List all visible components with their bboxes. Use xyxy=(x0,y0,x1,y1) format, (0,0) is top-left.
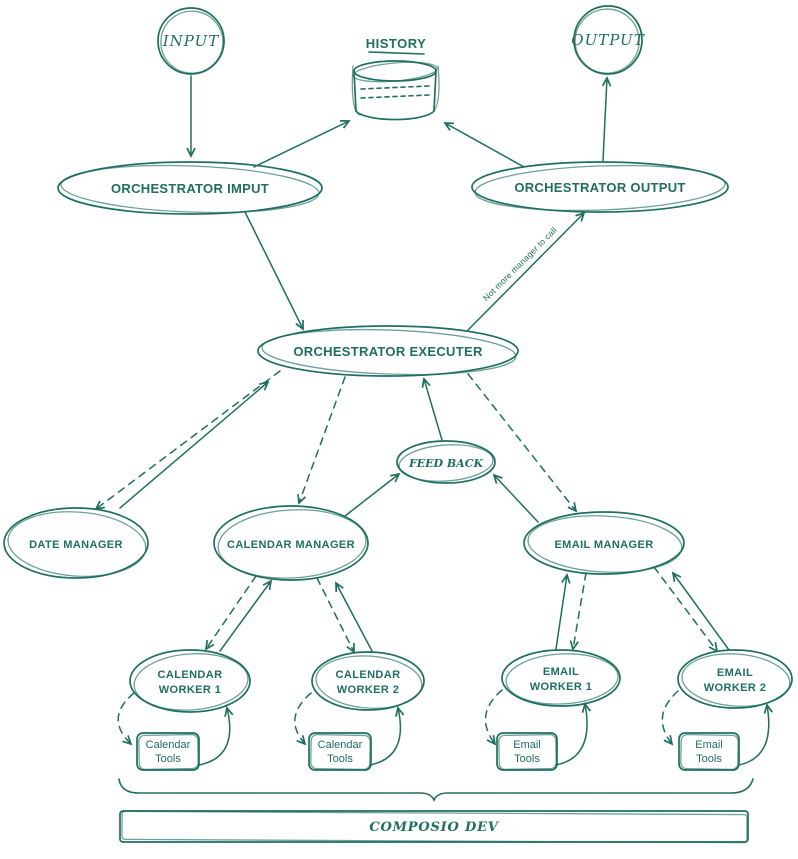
edge-calendar-tools1-to-worker xyxy=(198,706,234,766)
edge-calendar-manager-to-worker2 xyxy=(316,577,355,654)
composio-dev-label: COMPOSIO DEV xyxy=(369,820,499,835)
orchestrator-input-label: ORCHESTRATOR IMPUT xyxy=(111,181,269,196)
node-email-worker-1: EMAIL WORKER 1 xyxy=(501,649,621,707)
edge-orchestrator-output-to-output xyxy=(601,76,612,162)
feedback-label: FEED BACK xyxy=(408,457,484,470)
edge-worker2-to-email-manager xyxy=(671,571,730,651)
node-calendar-worker-1: CALENDAR WORKER 1 xyxy=(129,649,251,713)
edge-email-worker1-to-tools xyxy=(484,689,503,746)
node-calendar-tools-2: Calendar Tools xyxy=(308,732,372,771)
edge-calendar-manager-to-worker1 xyxy=(204,575,257,651)
orchestrator-output-label: ORCHESTRATOR OUTPUT xyxy=(514,180,685,195)
email-tools-1-label-line1: Email xyxy=(513,739,541,751)
edge-email-manager-to-worker2 xyxy=(653,566,719,653)
email-worker-1-label-line1: EMAIL xyxy=(543,666,579,678)
edge-email-manager-to-worker1 xyxy=(569,572,587,651)
calendar-worker-1-label-line2: WORKER 1 xyxy=(159,684,221,696)
email-tools-2-label-line2: Tools xyxy=(696,753,722,765)
edge-orchestrator-input-to-history xyxy=(253,120,351,168)
edge-executer-to-email-manager xyxy=(467,373,578,513)
input-label: INPUT xyxy=(162,32,220,50)
edge-feedback-to-executer xyxy=(421,377,443,441)
node-output: OUTPUT xyxy=(571,5,644,75)
node-email-manager: EMAIL MANAGER xyxy=(523,511,685,575)
node-orchestrator-input: ORCHESTRATOR IMPUT xyxy=(57,161,323,215)
calendar-manager-label: CALENDAR MANAGER xyxy=(227,539,355,551)
edge-orchestrator-output-to-history xyxy=(443,122,525,168)
edge-worker1-to-email-manager xyxy=(555,573,571,650)
email-manager-label: EMAIL MANAGER xyxy=(554,539,653,551)
edge-calendar-worker1-to-tools xyxy=(117,692,135,746)
calendar-worker-1-label-line1: CALENDAR xyxy=(158,669,223,681)
edge-executer-to-date-manager xyxy=(94,370,281,511)
edge-worker2-to-calendar-manager xyxy=(335,581,373,652)
history-label: HISTORY xyxy=(366,36,427,51)
edge-email-manager-to-feedback xyxy=(492,473,539,523)
edge-worker1-to-calendar-manager xyxy=(219,579,273,652)
email-worker-2-label-line1: EMAIL xyxy=(717,667,753,679)
edge-calendar-worker2-to-tools xyxy=(294,692,312,746)
edge-calendar-manager-to-feedback xyxy=(344,472,401,517)
calendar-worker-2-label-line1: CALENDAR xyxy=(336,669,401,681)
node-input: INPUT xyxy=(157,7,225,75)
calendar-tools-1-label-line2: Tools xyxy=(155,753,181,765)
calendar-tools-2-label-line1: Calendar xyxy=(318,739,363,751)
orchestrator-executer-label: ORCHESTRATOR EXECUTER xyxy=(293,344,483,359)
edge-executer-to-calendar-manager xyxy=(297,376,346,505)
node-email-tools-2: Email Tools xyxy=(678,732,740,771)
output-label: OUTPUT xyxy=(571,31,644,49)
node-orchestrator-executer: ORCHESTRATOR EXECUTER xyxy=(257,325,519,377)
calendar-tools-2-label-line2: Tools xyxy=(327,753,353,765)
email-tools-1-label-line2: Tools xyxy=(514,753,540,765)
edge-calendar-tools2-to-worker xyxy=(369,706,405,766)
node-calendar-tools-1: Calendar Tools xyxy=(136,732,200,771)
node-history: HISTORY xyxy=(351,36,440,121)
edge-executer-to-orchestrator-output xyxy=(467,211,586,331)
brace-tools-to-composio xyxy=(118,778,754,803)
calendar-tools-1-label-line1: Calendar xyxy=(146,739,191,751)
node-calendar-worker-2: CALENDAR WORKER 2 xyxy=(311,651,425,711)
edge-date-manager-to-executer xyxy=(119,380,270,509)
email-worker-2-label-line2: WORKER 2 xyxy=(704,682,766,694)
node-feedback: FEED BACK xyxy=(396,440,496,484)
email-tools-2-label-line1: Email xyxy=(695,739,723,751)
node-date-manager: DATE MANAGER xyxy=(3,507,149,579)
node-email-tools-1: Email Tools xyxy=(496,732,558,771)
node-orchestrator-output: ORCHESTRATOR OUTPUT xyxy=(471,161,729,213)
history-underline xyxy=(368,51,425,55)
node-email-worker-2: EMAIL WORKER 2 xyxy=(677,649,793,709)
history-cylinder-icon xyxy=(351,60,440,121)
date-manager-label: DATE MANAGER xyxy=(29,539,123,551)
email-worker-1-label-line2: WORKER 1 xyxy=(530,681,592,693)
edge-email-tools1-to-worker xyxy=(555,702,592,766)
edge-email-tools2-to-worker xyxy=(738,703,773,766)
node-composio-dev: COMPOSIO DEV xyxy=(119,810,749,844)
node-calendar-manager: CALENDAR MANAGER xyxy=(213,505,369,581)
calendar-worker-2-label-line2: WORKER 2 xyxy=(337,684,399,696)
edge-label-no-more-manager: Not more manager to call xyxy=(481,225,559,303)
edge-email-worker2-to-tools xyxy=(661,690,679,746)
edge-orchestrator-input-to-executer xyxy=(244,211,304,331)
